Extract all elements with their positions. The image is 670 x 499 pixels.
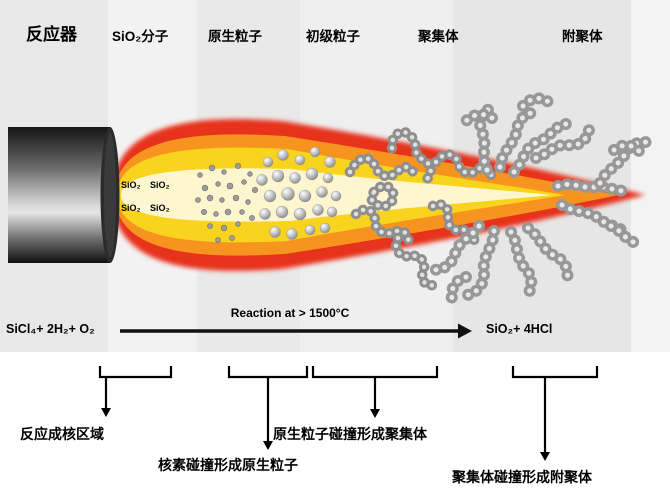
bracket-nuclei-collision <box>227 366 309 450</box>
background-band <box>631 0 670 352</box>
stage-label-aggregate: 聚集体 <box>418 29 459 44</box>
annotation-aggregate-collision: 聚集体碰撞形成附聚体 <box>452 469 592 485</box>
stage-label-agglomerate: 附聚体 <box>562 29 603 44</box>
stage-label-initial-particle: 初级粒子 <box>306 29 360 44</box>
sio2-molecule-label: SiO₂ <box>121 203 141 213</box>
products-formula: SiO₂+ 4HCl <box>486 322 553 336</box>
bracket-aggregate-collision <box>511 366 599 461</box>
reaction-condition-label: Reaction at > 1500°C <box>230 306 350 320</box>
stage-label-primary-particle: 原生粒子 <box>208 29 262 44</box>
stage-label-sio2-molecule: SiO₂分子 <box>112 29 169 44</box>
burner-cylinder <box>8 127 120 263</box>
bracket-primary-collision <box>311 366 439 418</box>
annotation-primary-collision: 原生粒子碰撞形成聚集体 <box>273 426 427 442</box>
reactor-label: 反应器 <box>26 25 77 44</box>
primary-particle-spheres <box>256 146 342 240</box>
sio2-molecule-label: SiO₂ <box>150 180 170 190</box>
bracket-nucleation <box>98 366 173 417</box>
sio2-molecule-label: SiO₂ <box>150 203 170 213</box>
nuclei-dots <box>195 163 259 243</box>
annotation-nuclei-collision: 核素碰撞形成原生粒子 <box>158 457 298 473</box>
annotation-nucleation: 反应成核区域 <box>20 426 104 442</box>
sio2-molecule-label: SiO₂ <box>121 180 141 190</box>
reaction-arrow <box>120 323 472 339</box>
reactants-formula: SiCl₄+ 2H₂+ O₂ <box>6 322 95 336</box>
